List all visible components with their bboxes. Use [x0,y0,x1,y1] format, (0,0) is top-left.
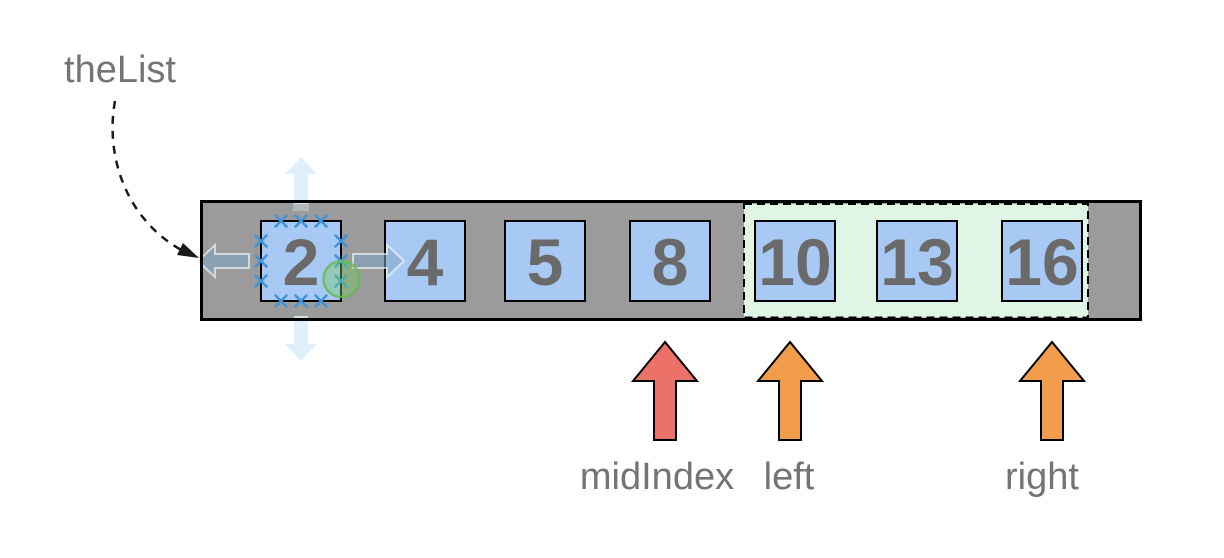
right-label[interactable]: right [1005,456,1079,498]
drag-right-arrow-icon[interactable] [352,242,406,280]
left-label[interactable]: left [764,456,815,498]
drag-left-arrow-icon[interactable] [196,242,250,280]
cell-value-5: 13 [880,225,953,299]
right-pointer-arrow[interactable] [1017,340,1087,441]
magnet-point-indicator [322,259,361,299]
cell-value-1: 4 [407,225,444,299]
list-cell-3[interactable] [629,220,711,302]
cell-value-2: 5 [527,225,564,299]
midindex-pointer-arrow[interactable] [630,340,700,441]
list-cell-4[interactable] [754,220,836,302]
cell-value-4: 10 [758,225,831,299]
cell-value-3: 8 [652,225,689,299]
drag-up-arrow-stem-fade [293,203,309,211]
cell-value-0: 2 [283,225,320,299]
list-cell-6[interactable] [1001,220,1083,302]
midindex-label[interactable]: midIndex [580,456,734,498]
cell-value-6: 16 [1005,225,1078,299]
list-container-border [200,200,1142,321]
label-connector-line[interactable] [111,100,194,258]
list-cell-2[interactable] [504,220,586,302]
left-pointer-arrow[interactable] [755,340,825,441]
drag-up-arrow-icon[interactable] [285,157,317,204]
list-name-label[interactable]: theList [64,49,176,91]
drag-down-arrow-icon[interactable] [285,316,317,361]
list-cell-5[interactable] [876,220,958,302]
connector-arrowhead-icon [177,243,199,258]
